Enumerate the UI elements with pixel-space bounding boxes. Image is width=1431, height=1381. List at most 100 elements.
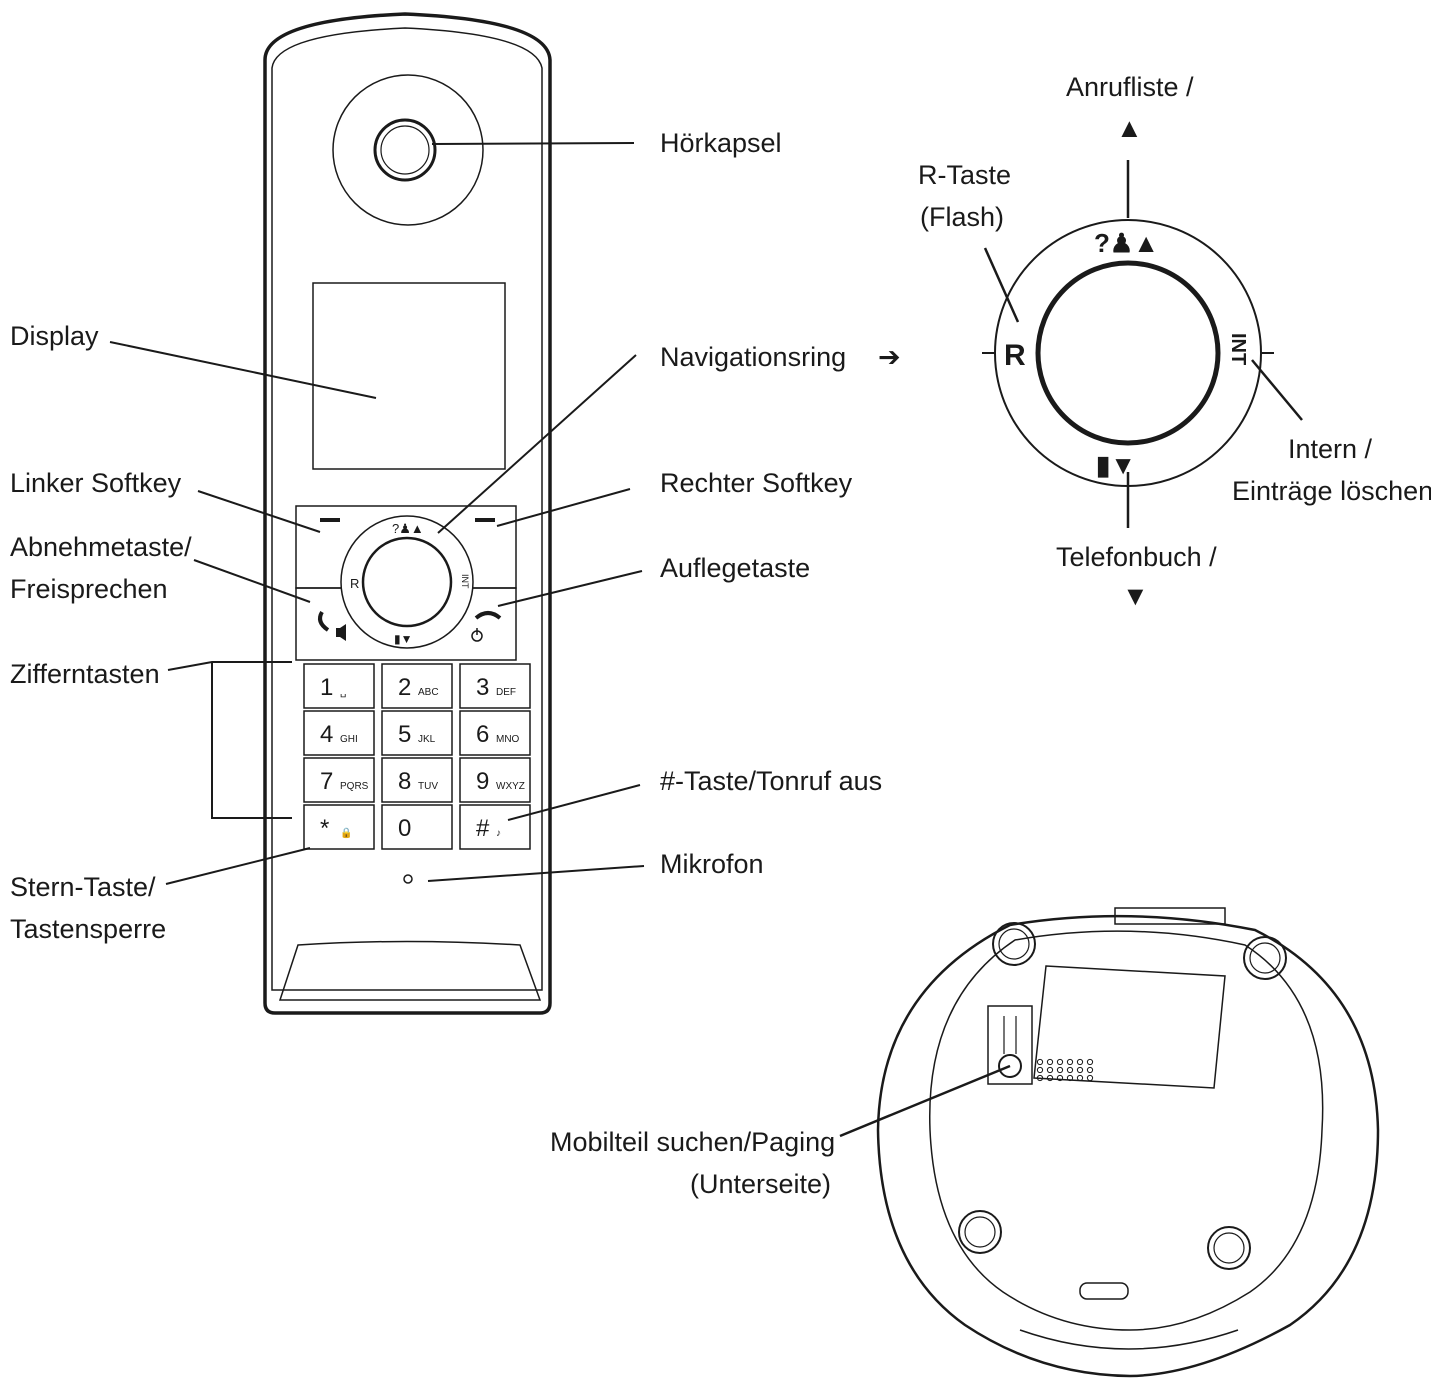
earpiece-surround — [332, 74, 484, 226]
key-letters: PQRS — [340, 781, 369, 792]
key-digit: 9 — [476, 768, 489, 795]
key-2: 2 ABC — [381, 663, 453, 709]
hangup-phone-icon — [471, 611, 502, 642]
key-star: *🔒 — [303, 804, 375, 850]
vent-dot — [1076, 1058, 1084, 1066]
key-hash: #♪ — [459, 804, 531, 850]
label-hash-taste: #-Taste/Tonruf aus — [660, 766, 882, 796]
mini-int-label: INT — [460, 574, 470, 589]
display-screen — [312, 282, 506, 470]
label-freisprechen: Freisprechen — [10, 574, 168, 604]
ventilation-dots — [1036, 1058, 1094, 1082]
key-letters: ABC — [418, 687, 439, 698]
vent-dot — [1086, 1074, 1094, 1082]
label-tastensperre: Tastensperre — [10, 914, 166, 944]
vent-dot — [1056, 1066, 1064, 1074]
label-r-taste: R-Taste — [918, 160, 1011, 190]
ring-top-glyph: ?♟▲ — [1094, 228, 1159, 258]
vent-dot — [1046, 1074, 1054, 1082]
key-letters: TUV — [418, 781, 438, 792]
key-0: 0 — [381, 804, 453, 850]
label-linker-softkey: Linker Softkey — [10, 468, 182, 498]
key-letters: DEF — [496, 687, 516, 698]
key-9: 9 WXYZ — [459, 757, 531, 803]
vent-dot — [1036, 1074, 1044, 1082]
key-3: 3 DEF — [459, 663, 531, 709]
key-digit: 8 — [398, 768, 411, 795]
key-letters: 🔒 — [340, 827, 352, 839]
key-letters: GHI — [340, 734, 358, 745]
key-8: 8 TUV — [381, 757, 453, 803]
key-digit: 6 — [476, 721, 489, 748]
label-telefonbuch: Telefonbuch / — [1056, 542, 1217, 572]
key-digit: * — [320, 815, 329, 842]
key-digit: 3 — [476, 674, 489, 701]
vent-dot — [1066, 1066, 1074, 1074]
vent-dot — [1046, 1058, 1054, 1066]
vent-dot — [1066, 1074, 1074, 1082]
vent-dot — [1046, 1066, 1054, 1074]
vent-dot — [1056, 1074, 1064, 1082]
key-letters: JKL — [418, 734, 436, 745]
key-letters: ␣ — [340, 687, 346, 698]
up-arrow-icon: ▲ — [1116, 113, 1143, 143]
key-5: 5 JKL — [381, 710, 453, 756]
label-unterseite: (Unterseite) — [690, 1169, 831, 1199]
mini-r-label: R — [350, 576, 359, 591]
callout-lines — [109, 142, 645, 885]
label-hoerkapsel: Hörkapsel — [660, 128, 782, 158]
vent-dot — [1076, 1074, 1084, 1082]
pickup-phone-icon — [318, 610, 346, 641]
label-eintraege-loeschen: Einträge löschen — [1232, 476, 1431, 506]
key-digit: 5 — [398, 721, 411, 748]
key-digit: 7 — [320, 768, 333, 795]
label-abnehmetaste: Abnehmetaste/ — [10, 532, 192, 562]
label-flash: (Flash) — [920, 202, 1004, 232]
mini-top-glyph: ?♟▲ — [392, 521, 424, 536]
base-station-underside — [876, 907, 1380, 1378]
down-arrow-icon: ▼ — [1122, 581, 1149, 611]
key-1: 1␣ — [303, 663, 375, 709]
label-rechter-softkey: Rechter Softkey — [660, 468, 853, 498]
mini-bottom-glyph: ▮▼ — [394, 632, 412, 646]
earpiece-icon — [373, 118, 437, 182]
key-7: 7 PQRS — [303, 757, 375, 803]
navigation-ring-detail: R INT ?♟▲ ▮▼ — [982, 160, 1303, 528]
key-digit: 2 — [398, 674, 411, 701]
label-anrufliste: Anrufliste / — [1066, 72, 1194, 102]
key-letters: MNO — [496, 734, 520, 745]
navigation-ring-mini — [340, 515, 474, 649]
key-digit: 0 — [398, 815, 411, 842]
key-digit: # — [476, 815, 490, 842]
label-plate — [1033, 965, 1226, 1089]
label-auflegetaste: Auflegetaste — [660, 553, 810, 583]
vent-dot — [1086, 1066, 1094, 1074]
label-display: Display — [10, 321, 99, 351]
ring-int-key: INT — [1227, 333, 1249, 365]
label-intern: Intern / — [1288, 434, 1373, 464]
paging-button — [998, 1054, 1022, 1078]
cable-slot — [1079, 1282, 1129, 1300]
vent-dot — [1056, 1058, 1064, 1066]
vent-dot — [1086, 1058, 1094, 1066]
ring-bottom-glyph: ▮▼ — [1096, 450, 1136, 480]
key-letters: WXYZ — [496, 781, 525, 792]
vent-dot — [1076, 1066, 1084, 1074]
arrow-right-icon: ➔ — [878, 342, 901, 372]
vent-dot — [1066, 1058, 1074, 1066]
label-navigationsring: Navigationsring — [660, 342, 846, 372]
key-letters: ♪ — [496, 828, 501, 839]
label-mobilteil-suchen: Mobilteil suchen/Paging — [550, 1127, 835, 1157]
ring-r-key: R — [1004, 339, 1026, 372]
vent-dot — [1036, 1058, 1044, 1066]
label-zifferntasten: Zifferntasten — [10, 659, 160, 689]
key-6: 6 MNO — [459, 710, 531, 756]
key-digit: 1 — [320, 674, 333, 701]
microphone-hole — [403, 874, 413, 884]
label-mikrofon: Mikrofon — [660, 849, 764, 879]
